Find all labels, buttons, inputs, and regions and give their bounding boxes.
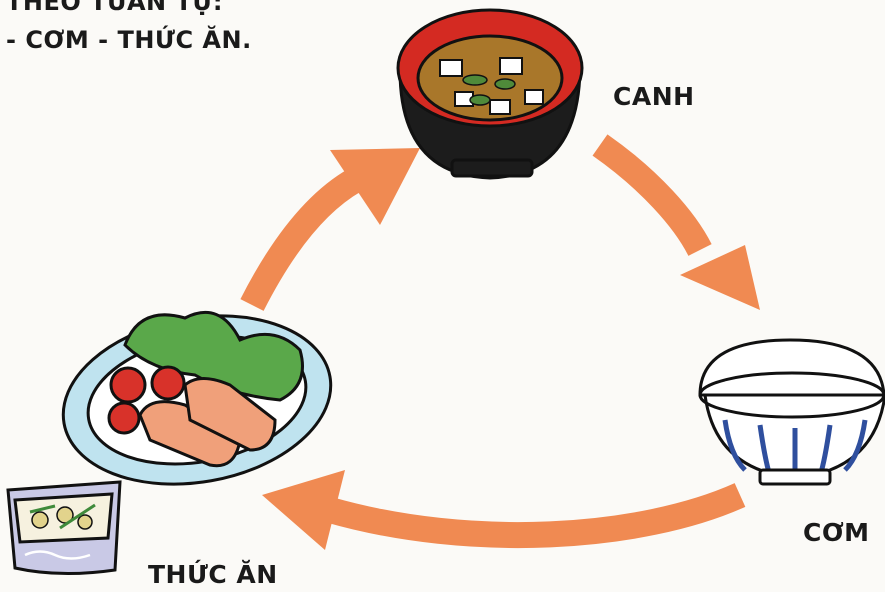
miso-soup-bowl-icon: [398, 10, 582, 178]
side-dish-box-icon: [8, 482, 120, 574]
label-rice: CƠM: [803, 518, 870, 547]
arrow-rice-to-dish: [262, 470, 740, 550]
header-line-2: - CƠM - THỨC ĂN.: [6, 26, 252, 54]
arrow-soup-to-rice: [600, 145, 760, 310]
header-line-1: THEO TUẦN TỰ:: [6, 0, 223, 16]
cycle-arrows: [252, 145, 760, 550]
arrow-dish-to-soup: [252, 148, 420, 305]
fried-dish-plate-icon: [50, 296, 344, 504]
label-soup: CANH: [613, 82, 695, 111]
label-dish: THỨC ĂN: [148, 560, 278, 589]
rice-bowl-icon: [700, 340, 885, 484]
